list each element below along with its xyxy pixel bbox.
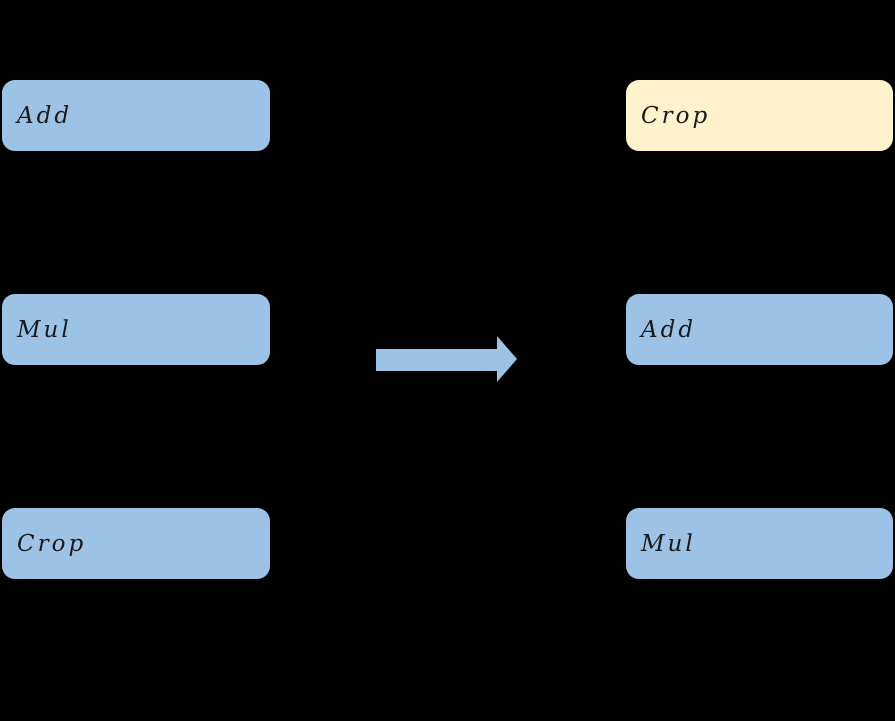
node-crop-after: Crop bbox=[626, 80, 893, 151]
node-label: Mul bbox=[17, 316, 72, 343]
arrow-shaft bbox=[376, 349, 497, 371]
right-arrow-icon bbox=[376, 336, 517, 383]
node-mul-before: Mul bbox=[2, 294, 270, 365]
node-add-before: Add bbox=[2, 80, 270, 151]
node-add-after: Add bbox=[626, 294, 893, 365]
node-label: Mul bbox=[641, 530, 696, 557]
node-label: Add bbox=[17, 102, 73, 129]
node-label: Crop bbox=[641, 102, 711, 129]
node-label: Crop bbox=[17, 530, 87, 557]
node-crop-before: Crop bbox=[2, 508, 270, 579]
node-mul-after: Mul bbox=[626, 508, 893, 579]
arrow-head bbox=[497, 336, 517, 382]
node-label: Add bbox=[641, 316, 697, 343]
